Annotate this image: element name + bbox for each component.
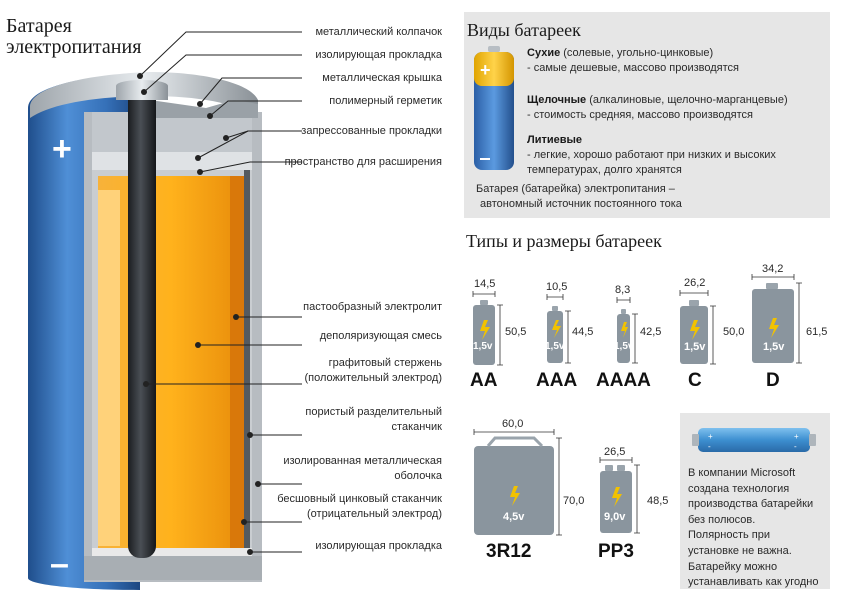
ms-plus-left: + (708, 432, 713, 441)
separator-band (230, 176, 244, 548)
label-depolarizing-mix: деполяризующая смесь (319, 330, 442, 342)
label-pressed-gaskets: запрессованные прокладки (301, 125, 442, 137)
type-alkaline-detail: (алкалиновые, щелочно-марганцевые) (586, 94, 788, 106)
dimension-lines (472, 274, 802, 536)
label-graphite-rod: графитовый стержень(положительный электр… (304, 357, 443, 384)
aaa-height: 44,5 (572, 326, 594, 338)
aa-width: 14,5 (474, 278, 496, 290)
aa-height: 50,5 (505, 326, 527, 338)
aaa-voltage: 1,5v (545, 341, 565, 352)
label-insulating-gasket-bottom: изолирующая прокладка (315, 540, 442, 552)
depolarizer-mix (98, 176, 244, 548)
type-lithium: Литиевые - легкие, хорошо работают при н… (527, 133, 807, 178)
aaa-width: 10,5 (546, 281, 568, 293)
bottom-cap (84, 556, 262, 580)
type-dry-desc: - самые дешевые, массово производятся (527, 62, 739, 74)
pp3-voltage: 9,0v (604, 511, 626, 523)
microsoft-note-text: В компании Microsoft создана технология … (688, 467, 819, 589)
type-alkaline-name: Щелочные (527, 94, 587, 106)
type-dry: Сухие (солевые, угольно-цинковые) - самы… (527, 46, 827, 76)
aa-voltage: 1,5v (473, 341, 493, 352)
main-title: Батарея электропитания (6, 16, 141, 58)
ms-plus-right: + (794, 432, 799, 441)
poleless-battery-icon: + - + - (692, 428, 816, 452)
leader-lines (139, 31, 302, 553)
d-name: D (766, 370, 780, 391)
3r12-voltage: 4,5v (503, 511, 525, 523)
type-dry-detail: (солевые, угольно-цинковые) (560, 47, 714, 59)
metal-shell-line (244, 168, 250, 552)
label-paste-electrolyte: пастообразный электролит (303, 301, 442, 313)
type-alkaline: Щелочные (алкалиновые, щелочно-марганцев… (527, 93, 827, 123)
svg-text:+: + (480, 60, 491, 80)
label-expansion-space: пространство для расширения (284, 156, 442, 168)
aaaa-voltage: 1,5v (614, 341, 634, 352)
label-polymer-sealant: полимерный герметик (329, 95, 442, 107)
aaaa-height: 42,5 (640, 326, 662, 338)
gasket-block (92, 112, 252, 152)
d-voltage: 1,5v (763, 341, 785, 353)
type-dry-name: Сухие (527, 47, 561, 59)
ms-minus-right: - (794, 442, 797, 451)
3r12-name: 3R12 (486, 541, 532, 562)
sizes-title: Типы и размеры батареек (466, 231, 662, 251)
type-lithium-desc: - легкие, хорошо работают при низких и в… (527, 149, 776, 176)
type-lithium-name: Литиевые (527, 134, 583, 146)
minus-sign: – (50, 545, 69, 583)
c-width: 26,2 (684, 277, 706, 289)
types-panel (464, 12, 830, 218)
graphite-rod (128, 88, 156, 558)
aa-name: AA (470, 370, 498, 391)
c-height: 50,0 (723, 326, 745, 338)
label-zinc-cup: бесшовный цинковый стаканчик(отрицательн… (277, 493, 442, 520)
label-metal-cap: металлический колпачок (315, 26, 442, 38)
pp3-name: PP3 (598, 541, 634, 562)
battery-definition: Батарея (батарейка) электропитания – авт… (476, 183, 682, 210)
d-height: 61,5 (806, 326, 828, 338)
plus-sign: + (52, 130, 72, 168)
aaaa-width: 8,3 (615, 284, 631, 296)
3r12-width: 60,0 (502, 418, 524, 430)
metal-lid (150, 100, 258, 118)
battery-type-icon: + (474, 46, 514, 170)
bottom-insulator (92, 548, 252, 556)
pp3-width: 26,5 (604, 446, 626, 458)
3r12-height: 70,0 (563, 495, 585, 507)
bolt-icons (480, 318, 779, 507)
main-title-line-1: Батарея (6, 15, 72, 37)
d-width: 34,2 (762, 263, 784, 275)
electrolyte-band (98, 190, 120, 546)
c-name: C (688, 370, 702, 391)
aaaa-name: AAAA (596, 370, 651, 391)
types-panel-title: Виды батареек (467, 20, 581, 40)
c-voltage: 1,5v (684, 341, 706, 353)
pp3-height: 48,5 (647, 495, 669, 507)
leader-dots (137, 73, 261, 555)
ms-minus-left: - (708, 442, 711, 451)
label-insulating-gasket-top: изолирующая прокладка (315, 49, 442, 61)
label-metal-lid: металлическая крышка (322, 72, 442, 84)
main-title-line-2: электропитания (6, 36, 142, 58)
type-alkaline-desc: - стоимость средняя, массово производятс… (527, 109, 753, 121)
aaa-name: AAA (536, 370, 578, 391)
